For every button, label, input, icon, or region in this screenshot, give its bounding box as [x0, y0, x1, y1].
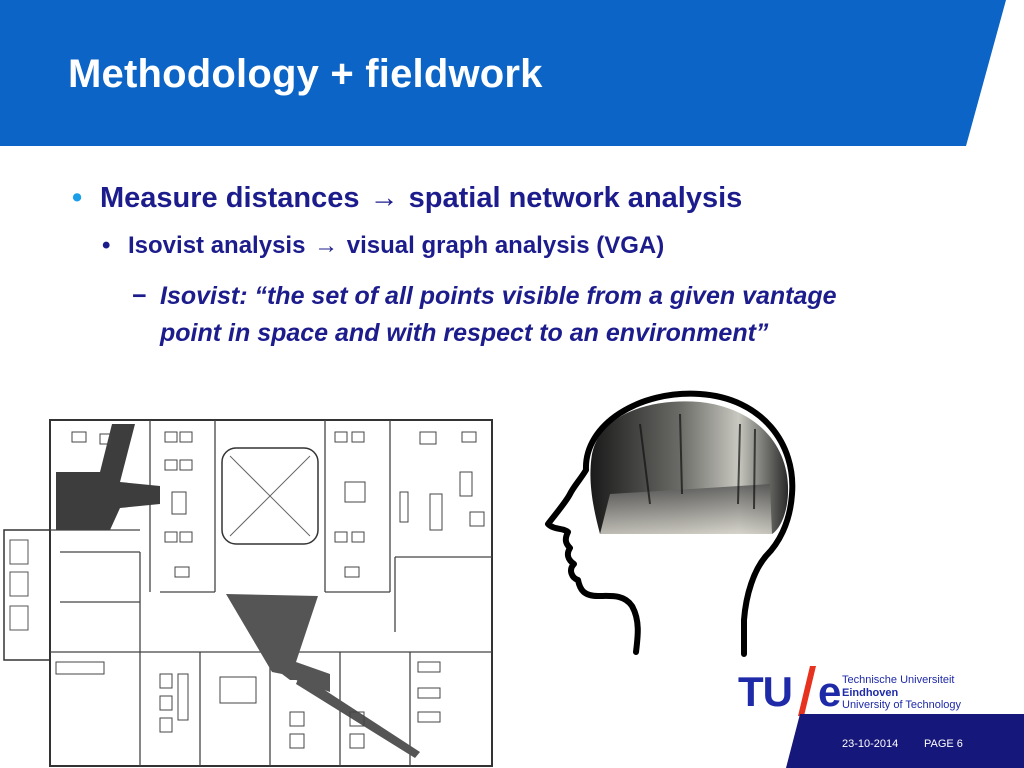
logo-line2: Eindhoven: [842, 686, 899, 699]
logo-line3: University of Technology: [842, 699, 962, 711]
bullet-level3-text: Isovist: “the set of all points visible …: [160, 282, 837, 347]
footer-band: [786, 714, 1024, 768]
tue-logo: TU e Technische Universiteit Eindhoven U…: [738, 666, 988, 718]
logo-e-text: e: [818, 668, 842, 715]
right-arrow-icon: →: [369, 182, 399, 214]
header-band: [0, 0, 1006, 146]
bullet-dot: •: [72, 182, 83, 214]
footer-page-number: PAGE 6: [924, 738, 963, 750]
logo-line1: Technische Universiteit: [842, 674, 955, 686]
bullet-dot: •: [102, 232, 111, 259]
bullet-level2-text: Isovist analysis: [128, 232, 306, 259]
bullet-level1-text: Measure distances: [100, 182, 360, 214]
footer-date: 23-10-2014: [842, 738, 899, 750]
bullet-level2-rest: visual graph analysis (VGA): [346, 232, 665, 259]
logo-tu-text: TU: [738, 668, 793, 715]
head-silhouette-image: [545, 390, 796, 657]
logo-slash-icon: [798, 666, 816, 716]
bullet-dash: −: [132, 282, 147, 310]
slide-title: Methodology + fieldwork: [68, 52, 543, 96]
logo-university-name: Technische Universiteit Eindhoven Univer…: [842, 674, 961, 712]
bullet-level1-rest: spatial network analysis: [408, 182, 743, 214]
right-arrow-icon: →: [314, 232, 339, 259]
floorplan-image: [0, 412, 500, 768]
